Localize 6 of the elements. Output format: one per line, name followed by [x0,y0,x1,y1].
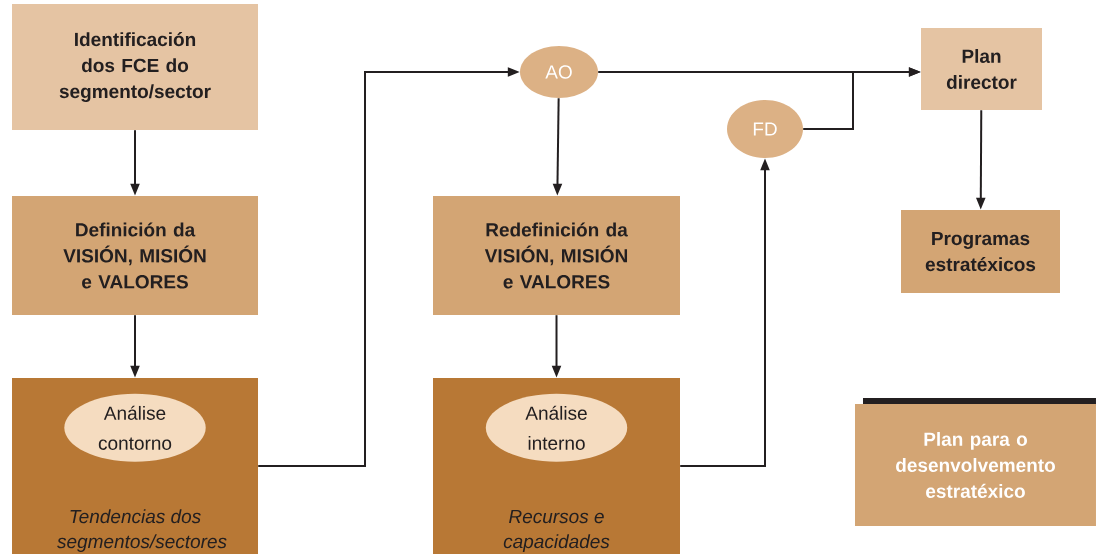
process-box: Programas estratéxicos [901,210,1060,293]
plan-box: Plan para o desenvolvemento estratéxico [855,404,1096,526]
process-box: Definición da VISIÓN, MISIÓN e VALORES [12,196,258,315]
process-box: Plan director [921,28,1042,110]
process-box: Redefinición da VISIÓN, MISIÓN e VALORES [433,196,680,315]
process-box: Identificación dos FCE do segmento/sector [12,4,258,130]
